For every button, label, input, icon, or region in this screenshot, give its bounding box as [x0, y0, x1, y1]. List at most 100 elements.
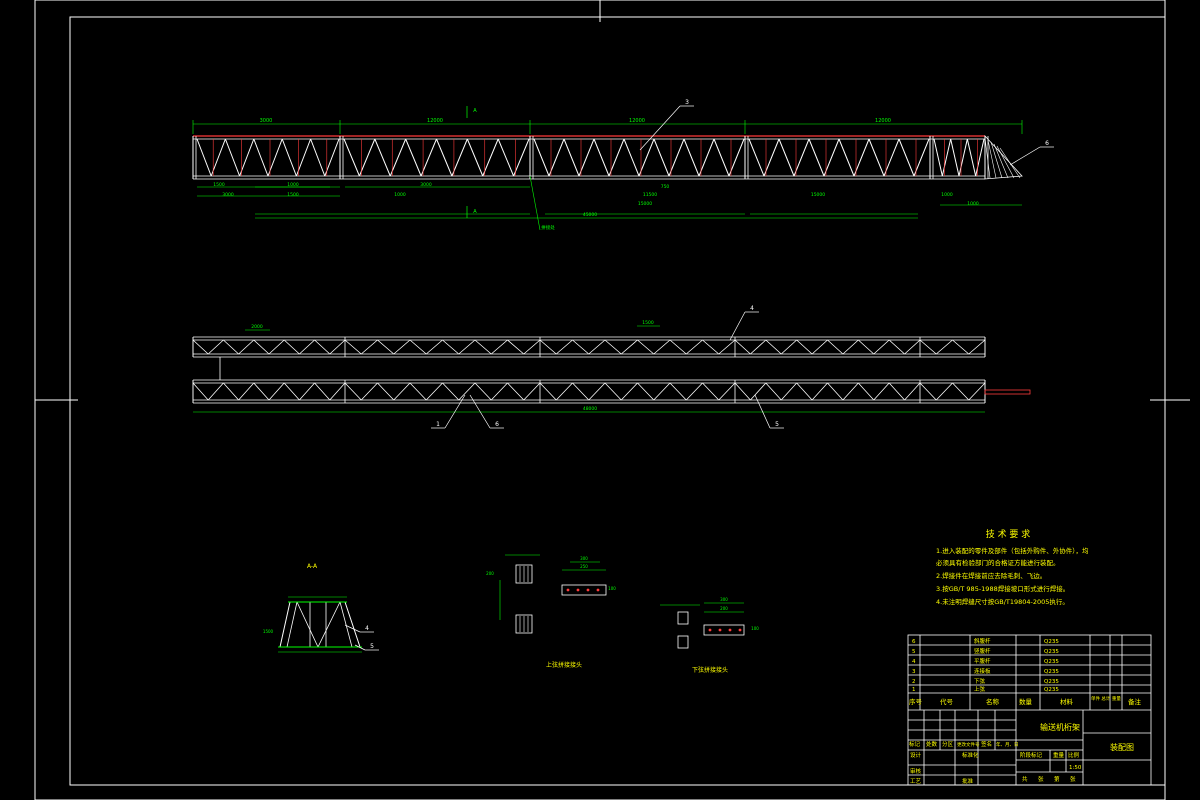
lower-plan-band-web-9 [329, 382, 346, 401]
lower-plan-band-web-30 [669, 382, 687, 401]
diagonal-web-14 [405, 138, 422, 177]
lower-plan-band-web-24 [572, 382, 590, 401]
lower-plan-band-web-27 [620, 382, 638, 401]
weight-label: 重量 [1053, 751, 1065, 759]
lower-plan-band-web-48 [952, 382, 970, 401]
top-detail-dim-100: 100 [608, 586, 616, 591]
lower-plan-band-web-31 [685, 382, 703, 401]
diagonal-web-5 [267, 138, 283, 177]
bolt-top-2 [586, 588, 590, 592]
bottom-detail-dim-300: 300 [720, 597, 728, 602]
diagonal-web-36 [748, 138, 765, 177]
diagonal-web-35 [728, 138, 745, 177]
dim-b1-1: 1500 [213, 182, 225, 188]
lower-plan-band-web-45 [904, 382, 921, 401]
diagonal-web-27 [608, 138, 625, 177]
tb-role-review: 审核 [910, 767, 922, 775]
diagonal-web-0 [196, 138, 212, 177]
lower-plan-band-web-18 [474, 382, 492, 401]
tb-role-approve: 批准 [962, 777, 974, 785]
tech-req-line-4: 3.按GB/T 985-1988焊接坡口形式进行焊接。 [936, 584, 1069, 593]
upper-plan-band-web-42 [858, 339, 875, 355]
dim-overall-45000: 45000 [583, 212, 597, 218]
sheet-num-label: 第 [1054, 775, 1060, 783]
upper-plan-band-web-1 [207, 339, 224, 355]
diagonal-web-2 [224, 138, 241, 177]
diagonal-web-38 [778, 138, 795, 177]
lower-plan-band-web-7 [299, 382, 315, 401]
ratio-label: 比例 [1068, 751, 1080, 759]
dim-b2-1: 3000 [222, 192, 234, 198]
sheet-total-label: 共 [1022, 775, 1028, 783]
balloon-3: 3 [685, 99, 689, 106]
lower-plan-band-web-16 [442, 382, 460, 401]
bom-row-5-name: 竖腹杆 [974, 647, 991, 655]
top-splice-plate-a [515, 564, 533, 584]
section-title: A-A [307, 563, 318, 570]
sheet-total-unit: 张 [1038, 775, 1044, 783]
upper-plan-band-web-35 [750, 339, 767, 355]
diagonal-web-45 [883, 138, 900, 177]
diagonal-web-49 [941, 138, 952, 177]
upper-plan-band-web-20 [507, 339, 525, 355]
lower-plan-band-web-40 [827, 382, 844, 401]
bom-row-2-mat: Q235 [1044, 679, 1059, 685]
bom-header-code: 代号 [940, 697, 954, 706]
upper-plan-band-web-8 [314, 339, 331, 355]
bolt-bottom-2 [728, 628, 732, 632]
lower-plan-band-web-22 [539, 382, 557, 401]
lower-plan-band-web-37 [780, 382, 797, 401]
lower-plan-band-web-10 [344, 382, 362, 401]
dim-top-2: 12000 [427, 118, 443, 124]
lower-plan-band-web-26 [604, 382, 622, 401]
plan-dim-48000: 48000 [583, 406, 597, 412]
upper-plan-band-web-49 [968, 339, 986, 355]
lower-plan-band-web-35 [750, 382, 767, 401]
lower-plan-band-web-44 [888, 382, 905, 401]
upper-plan-band-web-24 [572, 339, 590, 355]
diagonal-web-31 [668, 138, 685, 177]
bolt-bottom-1 [718, 628, 722, 632]
title-block [907, 634, 1152, 786]
top-detail-dim-300: 300 [580, 556, 588, 561]
diagonal-web-29 [638, 138, 655, 177]
lower-plan-band-web-29 [653, 382, 671, 401]
section-letter-top: A [473, 108, 477, 114]
drawing-name: 输送机桁架 [1040, 722, 1080, 732]
splice-note: 拼接处 [541, 224, 555, 231]
upper-plan-band-web-3 [238, 339, 255, 355]
bom-row-1-mat: Q235 [1044, 687, 1059, 693]
lower-plan-band-web-43 [873, 382, 890, 401]
end-frame-web-2 [990, 141, 1003, 179]
section-diag-1 [296, 601, 319, 648]
tb-label-zone: 分区 [942, 740, 954, 748]
tb-role-process: 工艺 [910, 778, 922, 785]
section-inner-l [286, 601, 298, 648]
diagonal-web-3 [239, 138, 255, 177]
upper-plan-band-web-28 [637, 339, 655, 355]
dim-top-4: 12000 [875, 118, 891, 124]
balloon-section-5: 5 [370, 643, 374, 650]
upper-plan-band-web-45 [904, 339, 921, 355]
bom-header-remark: 备注 [1128, 697, 1142, 706]
balloon-5: 5 [775, 421, 779, 428]
diagonal-web-8 [310, 138, 326, 177]
diagonal-web-48 [933, 138, 943, 177]
upper-plan-band-web-38 [796, 339, 813, 355]
diagonal-web-42 [838, 138, 855, 177]
lower-plan-band-web-25 [588, 382, 606, 401]
splice-note-leader [529, 175, 541, 231]
diagonal-web-21 [513, 138, 530, 177]
upper-plan-band-web-21 [523, 339, 541, 355]
lower-plan-band-web-14 [409, 382, 427, 401]
tech-req-line-3: 2.焊接件在焊接前应去除毛刺、飞边。 [936, 571, 1046, 580]
sheet-num-unit: 张 [1070, 775, 1076, 783]
balloon-5-leader [754, 394, 771, 429]
dim-b-1000-a: 1000 [941, 192, 953, 198]
diagonal-web-53 [975, 138, 985, 177]
tech-req-line-2: 必须具有检验部门的合格证方能进行装配。 [936, 558, 1060, 567]
lower-plan-band-web-1 [207, 382, 224, 401]
title-block-text: 6 斜腹杆 Q235 5 竖腹杆 Q235 4 平腹杆 Q235 3 连接板 Q… [909, 637, 1142, 785]
